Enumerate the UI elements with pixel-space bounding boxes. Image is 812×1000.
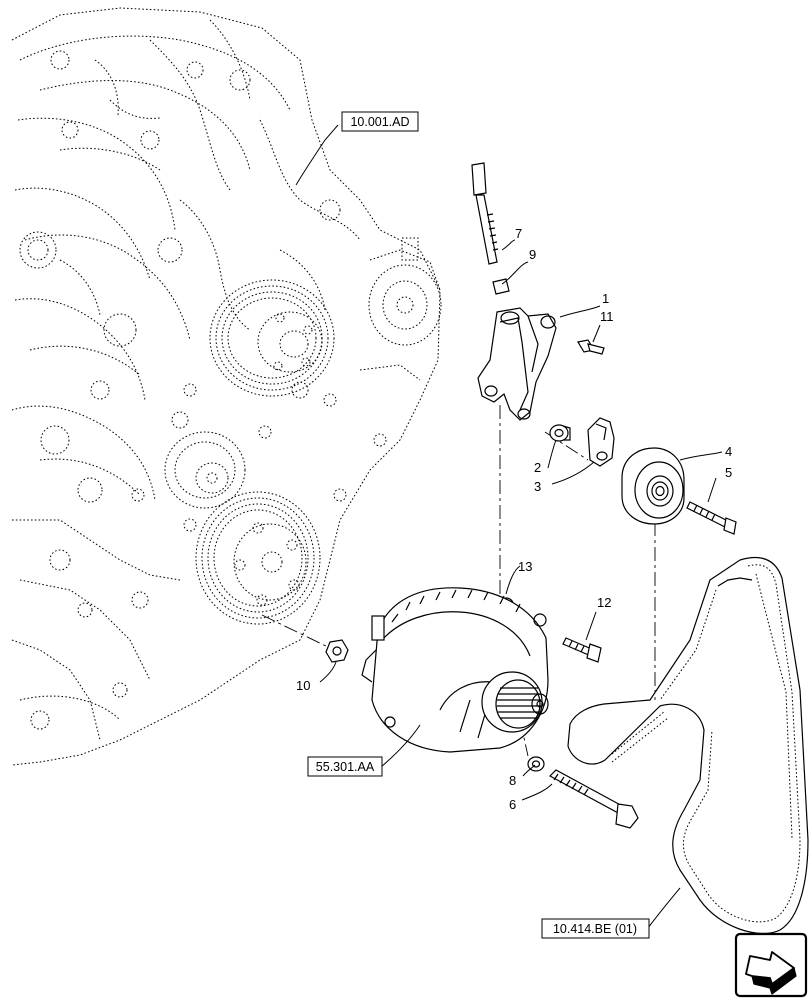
- callout-3: 3: [534, 479, 541, 494]
- callout-10: 10: [296, 678, 310, 693]
- part-6-long-bolt: [549, 769, 639, 829]
- ref-label-belt[interactable]: 10.414.BE (01): [553, 922, 637, 936]
- engine-assembly: [11, 7, 442, 766]
- engine-water-pump: [359, 237, 442, 381]
- callout-leaders: [295, 124, 723, 929]
- callout-1: 1: [602, 291, 609, 306]
- engine-fan-pulley: [209, 279, 335, 397]
- part-11-bolt: [577, 339, 605, 355]
- part-1-tensioner-bracket: [477, 307, 557, 421]
- callout-13: 13: [518, 559, 532, 574]
- part-5-bolt: [686, 501, 737, 535]
- part-9-nut: [492, 278, 510, 295]
- alternator: [361, 587, 549, 753]
- callout-7: 7: [515, 226, 522, 241]
- part-3-pivot-bracket: [587, 417, 615, 467]
- callout-6: 6: [509, 797, 516, 812]
- callout-5: 5: [725, 465, 732, 480]
- callout-9: 9: [529, 247, 536, 262]
- part-4-idler-pulley: [621, 447, 685, 525]
- callout-11: 11: [600, 309, 614, 324]
- callout-8: 8: [509, 773, 516, 788]
- ref-box-belt[interactable]: 10.414.BE (01): [541, 918, 650, 939]
- callout-12: 12: [597, 595, 611, 610]
- callout-labels: 1 2 3 4 5 6 7 8 9 10 11 12 13: [296, 226, 732, 812]
- poly-v-belt: [567, 556, 809, 935]
- part-12-bolt: [562, 637, 602, 663]
- ref-box-engine[interactable]: 10.001.AD: [341, 111, 419, 132]
- callout-2: 2: [534, 460, 541, 475]
- ref-box-alternator[interactable]: 55.301.AA: [307, 756, 383, 777]
- engine-idler-pulley: [164, 431, 246, 509]
- part-7-long-bolt: [471, 162, 499, 265]
- part-10-nut: [325, 639, 349, 663]
- ref-label-engine[interactable]: 10.001.AD: [350, 115, 409, 129]
- part-2-spacer: [549, 424, 571, 442]
- ref-label-alternator[interactable]: 55.301.AA: [316, 760, 375, 774]
- next-page-arrow-icon[interactable]: [734, 932, 808, 998]
- engine-crank-pulley: [195, 491, 321, 625]
- callout-4: 4: [725, 444, 732, 459]
